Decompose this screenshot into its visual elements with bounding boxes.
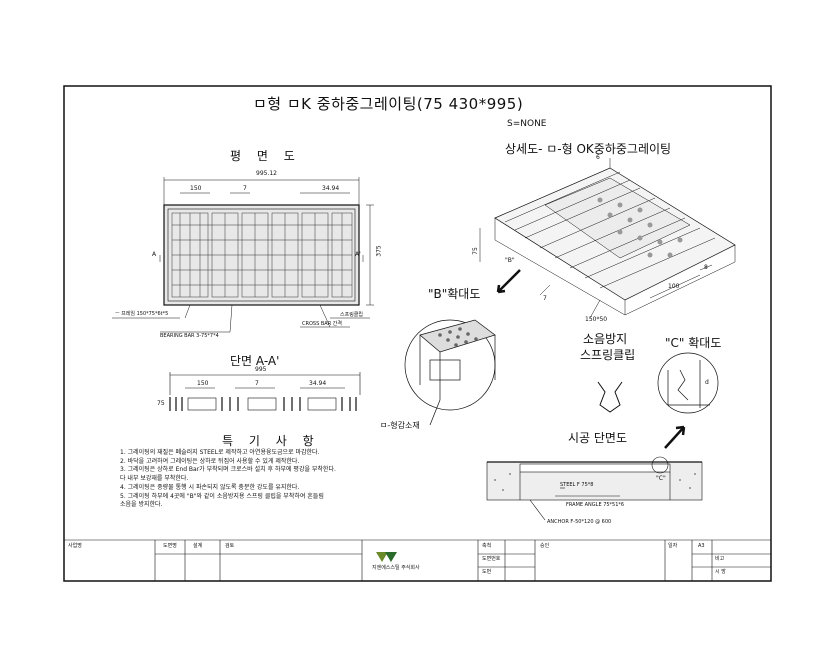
- plan-note-bearing: BEARING BAR 3-75*7*4: [160, 333, 219, 339]
- detail-dim-8: 8: [704, 264, 708, 271]
- sheet-border: [63, 85, 772, 582]
- notes-line: 4. 그레이팅은 중량물 통행 시 파손되지 않도록 충분한 강도를 유지한다.: [120, 483, 300, 491]
- zoom-b-heading: "B"확대도: [428, 287, 481, 301]
- detail-label-b: "B": [505, 257, 515, 264]
- page-title: ㅁ형 ㅁK 중하중그레이팅(75 430*995): [253, 95, 524, 113]
- zoom-b-detail: [404, 319, 496, 426]
- section-heading: 단면 A-A': [230, 354, 280, 368]
- section-dim-side: 75: [157, 400, 165, 407]
- plan-note-cross: CROSS BAR 간격: [302, 321, 342, 327]
- detail-isometric: [479, 158, 736, 319]
- tb-cell-project: 사업명: [68, 543, 82, 549]
- notes-heading: 특 기 사 항: [222, 434, 320, 448]
- install-anchor: ANCHOR F-50*120 @ 600: [547, 519, 612, 525]
- tb-cell-spec: 시 방: [715, 569, 726, 575]
- section-dim-b: 7: [255, 380, 259, 387]
- detail-dim-tube: 150*50: [585, 316, 608, 323]
- install-frame: FRAME ANGLE 75*51*6: [566, 502, 625, 508]
- section-dim-c: 34.94: [309, 380, 327, 387]
- zoom-c-dim: d: [705, 379, 709, 386]
- install-section: [486, 456, 703, 521]
- spring-clip-line1: 소음방지: [583, 332, 628, 346]
- plan-dim-total: 995.12: [256, 170, 277, 177]
- notes-line: 2. 바닥을 고려하여 그레이팅은 상하로 뒤집어 사용할 수 있게 제작한다.: [120, 457, 300, 465]
- detail-dim-6: 6: [596, 154, 600, 161]
- tb-cell-date: 일자: [668, 543, 678, 549]
- plan-dim-a: 150: [190, 185, 202, 192]
- plan-note-spring: 스프링클립: [340, 312, 364, 318]
- tb-cell-scale: 축척: [482, 543, 492, 549]
- notes-line: 5. 그레이팅 하부에 4곳에 "B"와 같이 소음방지용 스프링 클립을 부착…: [120, 492, 324, 500]
- plan-view: [112, 177, 374, 333]
- section-dim-a: 150: [197, 380, 209, 387]
- tb-cell-drawing-name: 도면명: [163, 543, 177, 549]
- detail-heading: 상세도- ㅁ-형 OK중하중그레이팅: [505, 142, 672, 156]
- title-block: [64, 539, 771, 581]
- spring-clip-line2: 스프링클립: [580, 348, 636, 362]
- tb-cell-review: 검토: [225, 543, 235, 549]
- scale-label: S=NONE: [507, 119, 547, 129]
- detail-dim-75: 75: [471, 247, 479, 255]
- tb-cell-approval: 승인: [540, 543, 550, 549]
- zoom-b-callout: ㅁ-형감소재: [380, 421, 420, 430]
- install-steel: STEEL F 75*8: [560, 482, 594, 488]
- section-view: [169, 372, 361, 411]
- plan-dim-side: 375: [375, 245, 383, 257]
- zoom-c-detail: [657, 352, 719, 449]
- install-label-c: "C": [656, 475, 666, 482]
- tb-cell-remark: 비고: [715, 556, 725, 562]
- plan-dim-b: 7: [243, 185, 247, 192]
- spring-clip-drawing: [597, 381, 623, 413]
- notes-line: 1. 그레이팅의 재질은 폐슬러지 STEEL로 제작하고 아연용융도금으로 마…: [120, 449, 320, 456]
- install-heading: 시공 단면도: [568, 431, 628, 445]
- tb-cell-no: 도번: [482, 569, 492, 575]
- notes-list: 1. 그레이팅의 재질은 폐슬러지 STEEL로 제작하고 아연용융도금으로 마…: [120, 449, 450, 510]
- tb-cell-size: A3: [698, 543, 705, 549]
- detail-dim-100: 100: [668, 283, 680, 290]
- plan-label-a2: A': [355, 251, 361, 258]
- tb-cell-design: 설계: [193, 543, 203, 549]
- tb-cell-drawing-no: 도면번호: [482, 556, 501, 562]
- notes-line: 다 내부 보강재를 부착한다.: [120, 475, 189, 483]
- plan-label-a: A: [152, 251, 157, 258]
- company-logo-icon: [376, 552, 397, 562]
- plan-heading: 평 면 도: [230, 149, 301, 163]
- plan-dim-c: 34.94: [322, 185, 340, 192]
- section-dim-total: 995: [255, 366, 267, 373]
- zoom-c-heading: "C" 확대도: [665, 336, 722, 350]
- detail-dim-7: 7: [543, 295, 547, 302]
- notes-line: 3. 그레이팅은 상하로 End Bar가 부착되며 크로스바 설치 후 하부에…: [120, 466, 336, 474]
- notes-line: 소음을 방지한다.: [120, 501, 163, 509]
- plan-note-frame: ㅡ 프레임 150*75*6t*5: [115, 311, 169, 317]
- tb-logo-text: 지엔에스스틸 주식회사: [372, 565, 420, 571]
